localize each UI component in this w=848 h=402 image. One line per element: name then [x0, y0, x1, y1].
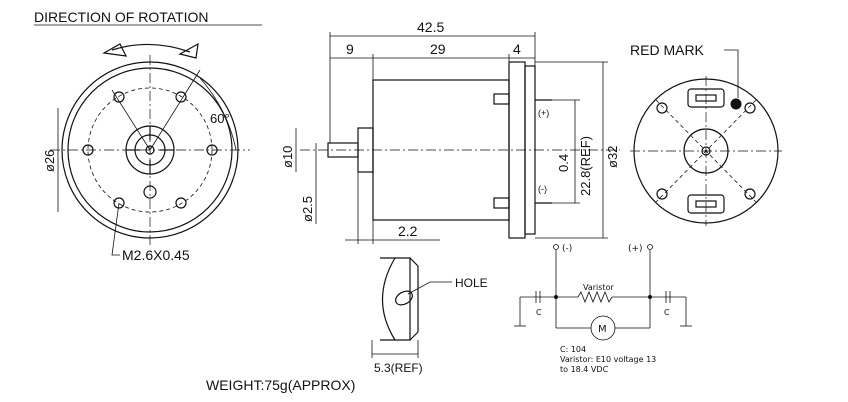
red-mark-label: RED MARK: [630, 42, 705, 58]
cap-label-left: C: [536, 308, 542, 317]
circuit-diagram: (-) (+) Varistor C C M C: 104 Varistor: …: [514, 244, 692, 374]
angle-line: [149, 69, 201, 151]
detail-edge: [409, 331, 419, 341]
screw-hole: [113, 91, 125, 103]
circuit-note-2: Varistor: E10 voltage 13: [560, 355, 656, 364]
red-mark-dot: [730, 98, 742, 110]
leader: [407, 281, 452, 295]
dim-end-cap: 4: [513, 41, 521, 57]
dim-dia-10: ø10: [280, 146, 295, 168]
dim-overall-length: 42.5: [417, 19, 444, 35]
terminal-node: [647, 244, 653, 250]
terminal-node: [553, 244, 559, 250]
varistor-icon: [577, 290, 613, 304]
angle-line: [111, 89, 151, 151]
slot-inner: [695, 200, 717, 208]
hole-label: HOLE: [455, 276, 488, 290]
rear-hole: [656, 188, 668, 200]
title: DIRECTION OF ROTATION: [34, 9, 208, 25]
rear-hole: [744, 188, 756, 200]
circuit-plus-label: (+): [628, 244, 643, 254]
dim-ref-5-3: 5.3(REF): [374, 361, 423, 375]
dim-dia-26: ø26: [42, 150, 57, 172]
dim-dia-2-5: ø2.5: [300, 196, 315, 222]
angle-label: 60°: [210, 111, 230, 126]
dim-ref-22-8: 22.8(REF): [578, 136, 593, 196]
motor-icon: [590, 315, 616, 341]
screw-hole: [175, 197, 187, 209]
varistor-label: Varistor: [583, 283, 614, 292]
rear-view: RED MARK: [630, 42, 782, 226]
detail-curve: [381, 257, 396, 341]
circuit-note-1: C: 104: [560, 345, 586, 354]
rear-hole: [744, 102, 756, 114]
circuit-note-3: to 18.4 VDC: [560, 365, 609, 374]
hole-icon: [395, 290, 413, 306]
plus-label: (+): [538, 108, 549, 118]
angle-arc: [199, 77, 237, 151]
motor-label: M: [598, 324, 607, 335]
cap-label-right: C: [664, 308, 670, 317]
terminal-minus: [493, 197, 510, 209]
circuit-minus-label: (-): [562, 244, 572, 254]
hole-detail: HOLE 5.3(REF): [371, 257, 488, 375]
screw-hole: [175, 91, 187, 103]
dim-shaft-ext: 9: [346, 41, 354, 57]
front-view: 60° ø26 M2.6X0.45: [42, 42, 250, 263]
dim-dia-32: ø32: [605, 146, 620, 168]
dim-flat: 2.2: [398, 223, 418, 239]
rear-hole: [656, 102, 668, 114]
screw-hole: [113, 197, 125, 209]
hidden-line: [655, 99, 757, 203]
terminal-plus: [493, 93, 510, 105]
leader: [724, 49, 739, 98]
rotation-arrow-left-icon: [102, 43, 128, 57]
dim-body-len: 29: [430, 41, 446, 57]
rotation-arc: [111, 43, 191, 53]
screw-label: M2.6X0.45: [122, 247, 190, 263]
rotation-arrow-right-icon: [178, 42, 199, 59]
minus-label: (-): [538, 184, 547, 194]
terminal-slot-bottom: [687, 194, 725, 214]
dim-terminal-0-4: 0.4: [556, 154, 571, 172]
side-view: (+) (-) 42.5 9 29 4 ø10 ø2.5 2.2 22.8(RE…: [280, 19, 620, 244]
leader: [111, 202, 120, 256]
weight-label: WEIGHT:75g(APPROX): [206, 377, 355, 393]
slot-inner: [695, 94, 717, 102]
terminal-slot-top: [687, 88, 725, 108]
detail-edge: [409, 257, 419, 267]
detail-profile: [380, 257, 411, 341]
